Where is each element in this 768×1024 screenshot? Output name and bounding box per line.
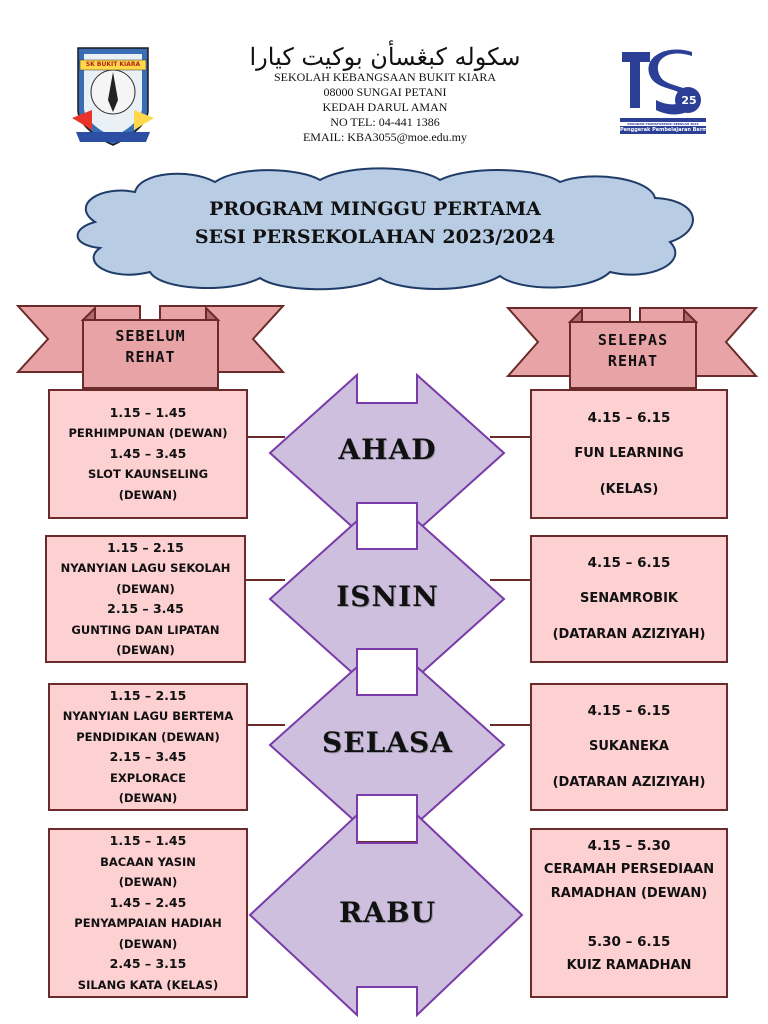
day-label-ahad: AHAD bbox=[338, 433, 437, 466]
day-label-isnin: ISNIN bbox=[336, 580, 439, 613]
spacer bbox=[532, 723, 726, 735]
schedule-time: 4.15 – 5.30 bbox=[587, 838, 671, 854]
day-arrows bbox=[248, 372, 524, 1018]
schedule-time: 4.15 – 6.15 bbox=[587, 555, 671, 571]
schedule-activity: PENDIDIKAN (DEWAN) bbox=[76, 729, 220, 744]
title-line-1: PROGRAM MINGGU PERTAMA bbox=[209, 198, 541, 220]
schedule-venue: (DEWAN) bbox=[116, 643, 175, 657]
schedule-time: 5.30 – 6.15 bbox=[587, 934, 671, 950]
schedule-activity: SENAMROBIK bbox=[579, 591, 678, 606]
schedule-activity: NYANYIAN LAGU SEKOLAH bbox=[60, 561, 231, 575]
arrow-selasa bbox=[268, 664, 506, 826]
schedule-time: 1.45 – 2.45 bbox=[109, 894, 187, 910]
schedule-time: 4.15 – 6.15 bbox=[587, 410, 671, 426]
ts25-caption: PROGRAM TRANSFORMASI SEKOLAH 2025 bbox=[627, 122, 699, 126]
selasa-after-box: 4.15 – 6.15 SUKANEKA (DATARAN AZIZIYAH) bbox=[530, 683, 728, 811]
schedule-activity: BACAAN YASIN bbox=[100, 854, 196, 869]
schedule-activity: EXPLORACE bbox=[110, 770, 186, 785]
right-ribbon bbox=[505, 307, 759, 389]
ribbon-right-line-1: SELEPAS bbox=[597, 331, 669, 349]
rabu-before-box: 1.15 – 1.45 BACAAN YASIN (DEWAN) 1.45 – … bbox=[48, 828, 248, 998]
schedule-time: 2.45 – 3.15 bbox=[109, 956, 187, 971]
school-email: EMAIL: KBA3055@moe.edu.my bbox=[302, 130, 468, 144]
schedule-activity: SLOT KAUNSELING bbox=[87, 467, 209, 482]
schedule-activity: CERAMAH PERSEDIAAN bbox=[543, 862, 715, 877]
schedule-time: 1.15 – 1.45 bbox=[109, 404, 187, 420]
crest-banner: SK BUKIT KIARA bbox=[85, 61, 141, 68]
school-phone: NO TEL: 04-441 1386 bbox=[330, 115, 440, 129]
schedule-time: 1.15 – 2.15 bbox=[109, 687, 187, 703]
ribbon-label-sebelum: SEBELUM REHAT bbox=[83, 326, 218, 368]
day-label-rabu: RABU bbox=[338, 896, 437, 929]
school-address: SEKOLAH KEBANGSAAN BUKIT KIARA 08000 SUN… bbox=[230, 70, 540, 145]
day-label-selasa: SELASA bbox=[322, 726, 453, 759]
schedule-venue: (DATARAN AZIZIYAH) bbox=[552, 627, 706, 642]
school-name: SEKOLAH KEBANGSAAN BUKIT KIARA bbox=[273, 70, 497, 84]
selasa-before-box: 1.15 – 2.15 NYANYIAN LAGU BERTEMA PENDID… bbox=[48, 683, 248, 811]
schedule-venue: (KELAS) bbox=[599, 482, 659, 497]
spacer bbox=[532, 466, 726, 478]
spacer bbox=[532, 906, 726, 930]
schedule-time: 2.15 – 3.45 bbox=[109, 749, 187, 764]
horizontal-connectors bbox=[246, 436, 530, 726]
ts25-number: 25 bbox=[681, 94, 697, 107]
ahad-after-box: 4.15 – 6.15 FUN LEARNING (KELAS) bbox=[530, 389, 728, 519]
schedule-venue: (DEWAN) bbox=[116, 581, 175, 596]
isnin-after-box: 4.15 – 6.15 SENAMROBIK (DATARAN AZIZIYAH… bbox=[530, 535, 728, 663]
page-title: PROGRAM MINGGU PERTAMA SESI PERSEKOLAHAN… bbox=[120, 195, 630, 251]
schedule-venue: (DATARAN AZIZIYAH) bbox=[552, 775, 706, 790]
schedule-venue: (DEWAN) bbox=[118, 875, 178, 889]
ribbon-left-line-1: SEBELUM bbox=[115, 327, 186, 345]
spacer bbox=[532, 759, 726, 771]
spacer bbox=[532, 430, 726, 442]
spacer bbox=[532, 575, 726, 587]
ts25-logo-icon bbox=[617, 45, 707, 141]
schedule-activity: PERHIMPUNAN (DEWAN) bbox=[68, 426, 228, 441]
schedule-time: 4.15 – 6.15 bbox=[587, 703, 671, 719]
ribbon-right-line-2: REHAT bbox=[607, 352, 659, 370]
ahad-before-box: 1.15 – 1.45 PERHIMPUNAN (DEWAN) 1.45 – 3… bbox=[48, 389, 248, 519]
schedule-time: 1.15 – 1.45 bbox=[109, 833, 187, 848]
school-state: KEDAH DARUL AMAN bbox=[322, 100, 448, 114]
schedule-activity: GUNTING DAN LIPATAN bbox=[71, 622, 220, 637]
spacer bbox=[532, 611, 726, 623]
schedule-activity: SUKANEKA bbox=[589, 739, 669, 754]
school-crest-icon bbox=[72, 47, 154, 146]
ts25-tagline: Penggerak Pembelajaran Bermakna bbox=[620, 127, 706, 133]
jawi-school-name: سکوله کبڠسأن بوکيت کيارا bbox=[249, 43, 521, 71]
school-postcode: 08000 SUNGAI PETANI bbox=[323, 85, 447, 99]
left-ribbon bbox=[15, 305, 286, 389]
schedule-activity: SILANG KATA (KELAS) bbox=[77, 977, 219, 992]
schedule-time: 2.15 – 3.45 bbox=[107, 601, 184, 616]
arrow-isnin bbox=[268, 518, 506, 680]
rabu-after-box: 4.15 – 5.30 CERAMAH PERSEDIAAN RAMADHAN … bbox=[530, 828, 728, 998]
isnin-before-box: 1.15 – 2.15 NYANYIAN LAGU SEKOLAH (DEWAN… bbox=[45, 535, 246, 663]
schedule-venue: (DEWAN) bbox=[118, 487, 178, 502]
schedule-activity: NYANYIAN LAGU BERTEMA bbox=[62, 709, 234, 723]
arrow-rabu bbox=[248, 812, 524, 1018]
schedule-activity: KUIZ RAMADHAN bbox=[566, 958, 692, 973]
ribbon-label-selepas: SELEPAS REHAT bbox=[570, 330, 696, 372]
title-cloud bbox=[76, 167, 694, 291]
schedule-activity: RAMADHAN (DEWAN) bbox=[550, 886, 708, 901]
schedule-venue: (DEWAN) bbox=[118, 936, 178, 951]
schedule-activity: PENYAMPAIAN HADIAH bbox=[74, 916, 222, 930]
schedule-venue: (DEWAN) bbox=[118, 791, 178, 805]
title-line-2: SESI PERSEKOLAHAN 2023/2024 bbox=[194, 226, 556, 248]
schedule-activity: FUN LEARNING bbox=[574, 446, 684, 461]
schedule-time: 1.45 – 3.45 bbox=[109, 445, 187, 461]
ribbon-left-line-2: REHAT bbox=[125, 348, 176, 366]
schedule-time: 1.15 – 2.15 bbox=[107, 539, 184, 555]
arrow-ahad bbox=[268, 372, 506, 534]
